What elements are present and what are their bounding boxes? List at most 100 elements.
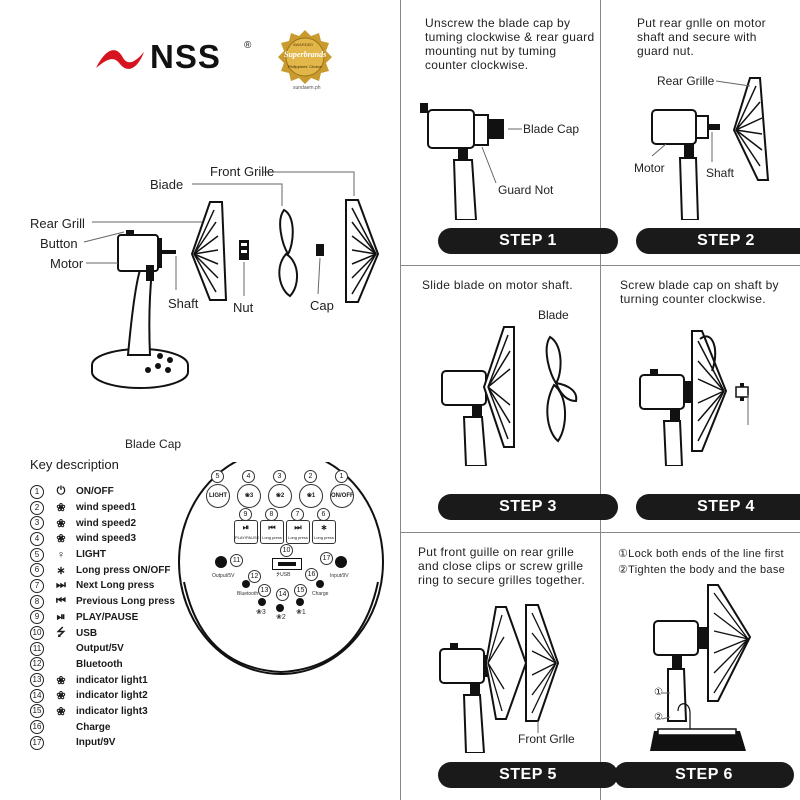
- key-label: indicator light1: [76, 674, 148, 686]
- key-number: 4: [30, 531, 44, 546]
- key-label: Charge: [76, 721, 111, 733]
- panel-button[interactable]: ❀2: [268, 484, 292, 508]
- badge-top: AWARDED: [293, 42, 314, 47]
- panel-button[interactable]: ❀3: [237, 484, 261, 508]
- key-number: 11: [30, 641, 44, 656]
- panel-row1-number: 5: [211, 470, 224, 483]
- key-label: Long press ON/OFF: [76, 564, 171, 576]
- badge-foot: sundaem.ph: [293, 85, 321, 91]
- key-item: 4❀wind speed3: [30, 531, 175, 547]
- step-2-panel: Put rear gnlle on motor shaft and secure…: [600, 0, 800, 265]
- usb-label: ⭍USB: [276, 572, 291, 578]
- key-label: Bluetooth: [76, 658, 123, 670]
- step-3-illustration: [441, 326, 578, 466]
- step-4-text: Screw blade cap on shaft by turning coun…: [620, 278, 779, 306]
- key-icon: ♀: [56, 548, 66, 561]
- key-label: Output/5V: [76, 643, 124, 655]
- key-label: indicator light3: [76, 705, 148, 717]
- step-2-label-rear-grille: Rear Grille: [657, 74, 715, 88]
- key-item: 8⏮Previous Long press: [30, 594, 175, 610]
- key-item: 3❀wind speed2: [30, 515, 175, 531]
- charge-light: [316, 580, 324, 588]
- panel-row1-number: 2: [304, 470, 317, 483]
- grid-divider-v: [600, 0, 601, 800]
- step-2-text: Put rear gnlle on motor shaft and secure…: [637, 16, 766, 58]
- panel-media-sublabel: PLAY/PAUSE: [235, 535, 260, 540]
- key-icon: ❀: [56, 674, 66, 687]
- panel-media-icon: ⏮: [268, 523, 276, 532]
- input-port[interactable]: [335, 556, 347, 568]
- panel-row1-number: 4: [242, 470, 255, 483]
- key-icon: ❀: [56, 705, 66, 718]
- registered-mark: ®: [244, 40, 252, 51]
- key-item: 11 Output/5V: [30, 641, 175, 657]
- panel-media-sublabel: Long press: [262, 535, 282, 540]
- step-1-panel: Unscrew the blade cap by tuming clockwis…: [400, 0, 618, 265]
- key-number: 9: [30, 610, 44, 625]
- steps-grid-border: [400, 0, 800, 800]
- key-icon: ⏭: [56, 579, 66, 592]
- label-shaft: Shaft: [168, 296, 199, 311]
- key-number: 15: [30, 704, 44, 719]
- step-6-marker-2: ②: [654, 712, 663, 723]
- output-port[interactable]: [215, 556, 227, 568]
- panel-num-10: 10: [280, 544, 293, 557]
- step-6-button[interactable]: STEP 6: [614, 762, 794, 788]
- key-number: 1: [30, 484, 44, 499]
- usb-port[interactable]: [272, 558, 302, 570]
- key-item: 6∗Long press ON/OFF: [30, 562, 175, 578]
- indicator-13-label: ❀3: [256, 609, 266, 616]
- panel-media-button[interactable]: ⏭Long press: [286, 520, 310, 544]
- superbrands-badge: AWARDED Superbrands Philippines' Choice …: [275, 28, 335, 94]
- indicator-15-label: ❀1: [296, 609, 306, 616]
- key-number: 6: [30, 563, 44, 578]
- panel-row2-number: 9: [239, 508, 252, 521]
- key-number: 7: [30, 578, 44, 593]
- panel-button[interactable]: ❀1: [299, 484, 323, 508]
- step-6-illustration: [650, 584, 752, 751]
- step-6-line-2: ②Tighten the body and the base: [618, 564, 786, 576]
- panel-media-button[interactable]: ∗Long press: [312, 520, 336, 544]
- panel-num-12: 12: [248, 570, 261, 583]
- step-6-panel: ①Lock both ends of the line first ②Tight…: [600, 533, 800, 800]
- charge-label: Charge: [312, 591, 329, 597]
- key-label: Input/9V: [76, 737, 116, 749]
- step-5-button[interactable]: STEP 5: [438, 762, 618, 788]
- indicator-light-14: [276, 604, 284, 612]
- panel-num-13: 13: [258, 584, 271, 597]
- panel-media-button[interactable]: ⏯PLAY/PAUSE: [234, 520, 260, 544]
- key-icon: ❀: [56, 690, 66, 703]
- panel-media-button[interactable]: ⏮ Long press: [260, 520, 284, 544]
- key-label: USB: [76, 627, 98, 639]
- label-blade: Biade: [150, 177, 184, 192]
- step-3-button[interactable]: STEP 3: [438, 494, 618, 520]
- input-label: Input/9V: [330, 573, 349, 579]
- key-number: 8: [30, 594, 44, 609]
- key-number: 10: [30, 626, 44, 641]
- panel-media-sublabel: Long press: [314, 535, 334, 540]
- key-item: 1⏻ON/OFF: [30, 484, 175, 500]
- panel-media-sublabel: Long press: [288, 535, 308, 540]
- key-label: wind speed1: [76, 502, 137, 514]
- panel-row1-number: 1: [335, 470, 348, 483]
- step-5-panel: Put front guille on rear grille and clos…: [400, 533, 618, 800]
- step-2-button[interactable]: STEP 2: [636, 228, 800, 254]
- panel-num-17: 17: [320, 552, 333, 565]
- key-label: ON/OFF: [76, 486, 114, 498]
- key-icon: ⭍: [56, 626, 66, 639]
- step-3-label-blade: Blade: [538, 308, 569, 322]
- key-icon: ❀: [56, 502, 66, 515]
- step-4-button[interactable]: STEP 4: [636, 494, 800, 520]
- nss-swoosh-icon: [96, 50, 144, 69]
- panel-row1-number: 3: [273, 470, 286, 483]
- key-icon: ⏯: [56, 610, 66, 623]
- panel-button[interactable]: LIGHT: [206, 484, 230, 508]
- brand-logo: NSS ®: [92, 38, 262, 78]
- step-1-button[interactable]: STEP 1: [438, 228, 618, 254]
- key-item: 10 ⭍ USB: [30, 625, 175, 641]
- key-item: 9⏯PLAY/PAUSE: [30, 610, 175, 626]
- panel-button[interactable]: ON/OFF: [330, 484, 354, 508]
